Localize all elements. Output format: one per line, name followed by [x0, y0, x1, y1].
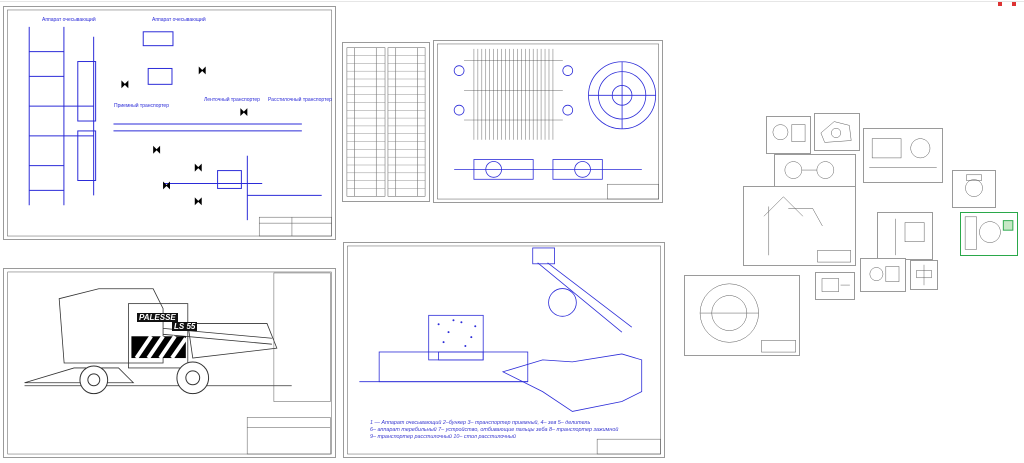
label-receiving-conveyor: Приемный транспортер	[114, 103, 169, 109]
label-combing-apparatus-2: Аппарат очесывающий	[152, 17, 206, 23]
label-belt-conveyor: Ленточный транспортер	[204, 97, 260, 103]
sheet-detail-3[interactable]	[863, 128, 943, 183]
sheet-detail-12[interactable]	[910, 260, 938, 290]
marker-icon	[998, 2, 1002, 6]
sheet-detail-10[interactable]	[815, 272, 855, 300]
sheet-detail-7[interactable]	[877, 212, 933, 260]
sheet-detail-11[interactable]	[860, 258, 906, 292]
spec-table	[346, 47, 426, 197]
sheet-detail-5[interactable]	[743, 186, 856, 266]
sheet-combine-view[interactable]: PALESSE LS 55	[3, 268, 336, 458]
sheet-combing-drum[interactable]	[433, 40, 663, 203]
sheet-detail-4[interactable]	[774, 154, 856, 188]
legend-line-3: 9– транспортер расстилочный 10– стол рас…	[370, 434, 516, 440]
legend-line-2: 6– аппарат теребильный 7– устройство, от…	[370, 427, 619, 433]
assembly-legend: 1 — Аппарат очесывающий 2–бункер 3– тран…	[370, 420, 618, 441]
drum-drawing	[437, 43, 659, 200]
marker-icon	[1012, 2, 1016, 6]
legend-line-1: 1 — Аппарат очесывающий 2–бункер 3– тран…	[370, 420, 591, 426]
sheet-specification[interactable]	[342, 42, 430, 202]
scheme-drawing	[7, 9, 332, 237]
sheet-detail-9[interactable]	[684, 275, 800, 356]
sheet-harvester-assembly[interactable]: 1 — Аппарат очесывающий 2–бункер 3– тран…	[343, 242, 665, 458]
combine-drawing	[7, 271, 332, 455]
label-spreading-conveyor: Расстилочный транспортер	[268, 97, 332, 103]
sheet-detail-6[interactable]	[952, 170, 996, 208]
sheet-kinematic-scheme[interactable]: Аппарат очесывающий Аппарат очесывающий …	[3, 6, 336, 240]
sheet-detail-1[interactable]	[766, 116, 811, 154]
brand-label: PALESSE	[137, 313, 178, 322]
ruler-line	[0, 1, 1024, 2]
model-label: LS 55	[172, 322, 198, 331]
assembly-drawing	[347, 245, 661, 455]
label-combing-apparatus: Аппарат очесывающий	[42, 17, 96, 23]
sheet-detail-8[interactable]	[960, 212, 1018, 256]
sheet-detail-2[interactable]	[814, 113, 860, 151]
